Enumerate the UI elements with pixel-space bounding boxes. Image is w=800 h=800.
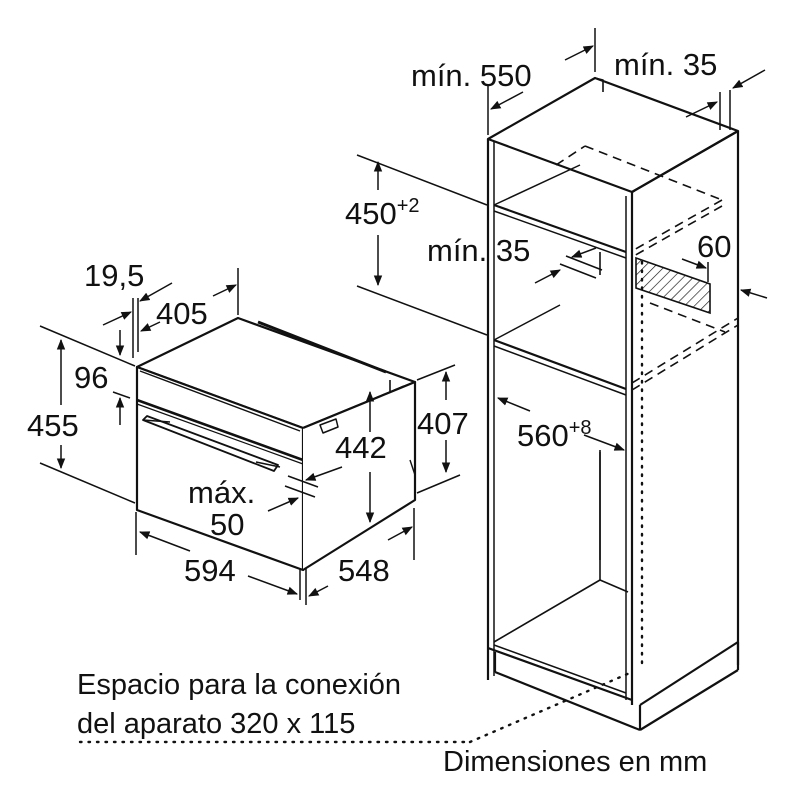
dim-niche-height-tolerance: +2 [396,195,420,217]
oven-dimension-lines [39,268,461,605]
dim-depth: 548 [338,553,390,588]
dim-niche-width-tolerance: +8 [568,417,592,439]
dim-body-height: 442 [335,430,387,465]
oven-drawing [135,316,417,572]
units-note: Dimensiones en mm [443,746,708,778]
dim-gap-value: 50 [210,507,245,542]
dim-panel-height: 96 [74,360,109,395]
cabinet-hidden-lines [555,145,739,391]
dim-width: 594 [184,553,236,588]
connection-space-note-line2: del aparato 320 x 115 [77,708,356,740]
dim-side-height: 407 [417,406,469,441]
dim-niche-height: 450+2 [345,196,420,229]
cabinet-dimension-lines [356,28,768,560]
dim-cabinet-depth-min: mín. 550 [411,58,532,93]
cabinet-dotted-lines [78,260,644,744]
dim-niche-height-base: 450 [345,196,397,231]
dim-gap-label: máx. [188,475,256,510]
dim-top-offset: 19,5 [84,258,145,293]
dim-vent-depth: 60 [697,229,732,264]
dim-rear-gap-min: mín. 35 [614,47,718,82]
dim-niche-width-base: 560 [517,418,569,453]
dim-total-height: 455 [27,408,79,443]
connection-space-note-line1: Espacio para la conexión [77,669,402,701]
dim-niche-width: 560+8 [517,418,592,451]
dim-shelf-gap-min: mín. 35 [427,233,531,268]
ventilation-opening [635,256,711,315]
cabinet-drawing [486,76,740,732]
dim-top-depth: 405 [156,296,208,331]
